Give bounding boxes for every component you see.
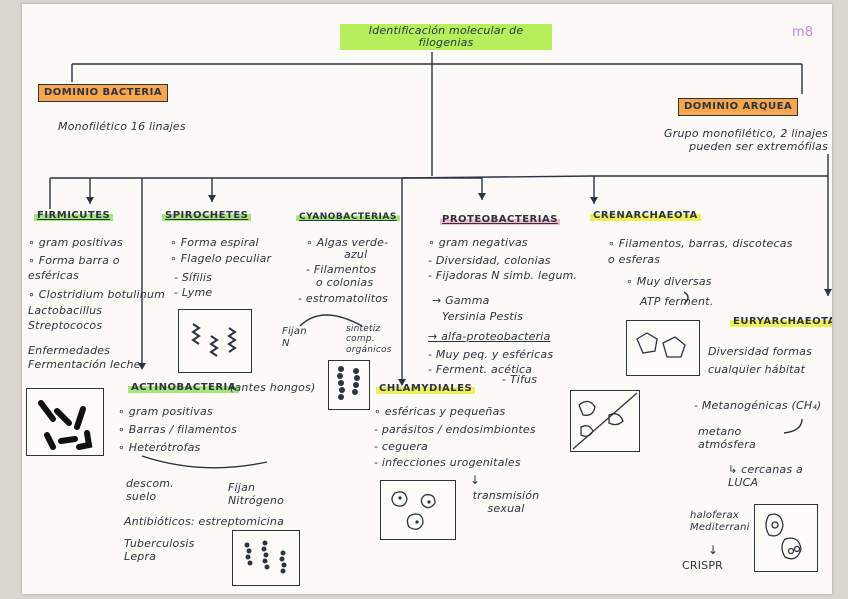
firmicutes-line: Lactobacillus: [28, 304, 103, 317]
chlamydiales-line: - parásitos / endosimbiontes: [374, 423, 536, 436]
crenarchaeota-label: CRENARCHAEOTA: [590, 210, 701, 222]
firmicutes-line: Fermentación leche: [28, 358, 141, 371]
page-title: Identificación molecular de filogenias: [340, 24, 552, 51]
proteo-line: Yersinia Pestis: [442, 310, 524, 323]
proteo-line: - Tifus: [502, 373, 538, 386]
proteo-line: - Fijadoras N simb. legum.: [428, 269, 578, 282]
crenarchaeota-drawing: [626, 320, 700, 376]
cyano-line: azul: [344, 248, 368, 261]
crenarchaeota-line: ∘ Filamentos, barras, discotecas o esfer…: [608, 237, 793, 266]
spirochetes-line: - Sífilis: [174, 271, 213, 284]
chlamydiales-line: - ceguera: [374, 440, 429, 453]
lobed-cells-icon: [636, 332, 686, 358]
spirochetes-line: ∘ Forma espiral: [170, 236, 259, 249]
cyano-line: o colonias: [316, 276, 374, 289]
firmicutes-label: FIRMICUTES: [34, 210, 114, 222]
firmicutes-line: ∘ Forma barra o: [28, 254, 120, 267]
euryarchaeota-label: EURYARCHAEOTA: [730, 316, 832, 328]
actino-line: ∘ gram positivas: [118, 405, 213, 418]
euryarchaeota-line: ↳ cercanas a LUCA: [728, 463, 803, 489]
down-arrow-icon: ↓: [708, 543, 719, 557]
arquea-domain-header: DOMINIO ARQUEA: [678, 98, 799, 116]
crenarchaeota-line: ATP ferment.: [640, 295, 714, 308]
actino-fijan: Fijan Nitrógeno: [228, 481, 285, 507]
archaea-cells-icon: [572, 392, 638, 450]
methanogen-drawing: [570, 390, 640, 452]
euryarchaeota-line: metano atmósfera: [698, 425, 756, 451]
actino-line: ∘ Barras / filamentos: [118, 423, 238, 436]
cyanobacterias-label: CYANOBACTERIAS: [296, 212, 400, 223]
arquea-subtitle: Grupo monofilético, 2 linajes pueden ser…: [664, 127, 828, 153]
actino-antibioticos: Antibióticos: estreptomicina: [124, 515, 285, 528]
euryarchaeota-line: - Metanogénicas (CH₄): [694, 399, 822, 412]
chlamydiales-line: - infecciones urogenitales: [374, 456, 521, 469]
cyano-sintetiz: sintetiz comp. orgánicos: [346, 324, 392, 355]
spirochete-drawing: [178, 309, 252, 373]
firmicutes-line: ∘ Clostridium botulinum: [28, 288, 166, 301]
firmicutes-line: ∘ gram positivas: [28, 236, 123, 249]
spiral-bacteria-icon: [191, 323, 237, 357]
spirochetes-line: - Lyme: [174, 286, 213, 299]
chlamydiales-line: ∘ esféricas y pequeñas: [374, 405, 506, 418]
crenarchaeota-line: ∘ Muy diversas: [626, 275, 712, 288]
proteo-line: - Ferment. acética: [428, 363, 533, 376]
cyano-line: - estromatolitos: [298, 292, 389, 305]
chlamydiales-label: CHLAMYDIALES: [376, 383, 476, 395]
euryarchaeota-crispr: CRISPR: [682, 559, 724, 572]
actino-enfermedades: Tuberculosis Lepra: [124, 537, 195, 563]
down-arrow-icon: ↓: [470, 473, 481, 487]
euryarchaeota-line: cualquier hábitat: [708, 363, 806, 376]
actino-descom: descom. suelo: [126, 477, 174, 503]
actinobacteria-drawing: [26, 388, 104, 456]
firmicutes-line: Enfermedades: [28, 344, 111, 357]
spirochetes-label: SPIROCHETES: [162, 210, 252, 222]
euryarchaeota-haloferax: haloferax Mediterrani: [690, 510, 750, 533]
page-mark: m8: [792, 25, 814, 40]
tree-connector-lines: [49, 52, 832, 469]
bacteria-domain-header: DOMINIO BACTERIA: [38, 84, 169, 102]
spherical-cells-icon: [391, 491, 436, 530]
bacilli-chain-icon: [244, 540, 287, 574]
rod-bacteria-icon: [38, 400, 93, 450]
halophile-cells-icon: [765, 513, 802, 560]
actinobacteria-label: ACTINOBACTERIA: [128, 382, 240, 394]
haloferax-drawing: [754, 504, 818, 572]
proteo-line: → alfa-proteobacteria: [428, 330, 551, 343]
actinobacteria-note: (antes hongos): [230, 381, 316, 394]
euryarchaeota-line: Diversidad formas: [708, 345, 813, 358]
firmicutes-line: Streptococos: [28, 319, 103, 332]
proteobacterias-label: PROTEOBACTERIAS: [440, 214, 560, 226]
cyano-line: ∘ Algas verde-: [306, 236, 389, 249]
chlamydiales-drawing: [380, 480, 456, 540]
firmicutes-line: esféricas: [28, 269, 80, 282]
cyano-fijan: Fijan N: [282, 326, 307, 349]
proteo-line: - Muy peq. y esféricas: [428, 348, 554, 361]
actino-line: ∘ Heterótrofas: [118, 441, 201, 454]
filament-chain-icon: [337, 366, 360, 400]
proteo-line: ∘ gram negativas: [428, 236, 528, 249]
cyano-line: - Filamentos: [306, 263, 377, 276]
proteo-line: → Gamma: [432, 294, 490, 307]
notes-page: m8 Identificación molecular de filogenia…: [22, 4, 832, 594]
proteo-line: - Diversidad, colonias: [428, 254, 551, 267]
cyanobacteria-drawing: [328, 360, 370, 410]
spirochetes-line: ∘ Flagelo peculiar: [170, 252, 272, 265]
tuberculosis-drawing: [232, 530, 300, 586]
chlamydiales-transmision: transmisión sexual: [472, 489, 540, 515]
bacteria-subtitle: Monofilético 16 linajes: [58, 120, 186, 133]
